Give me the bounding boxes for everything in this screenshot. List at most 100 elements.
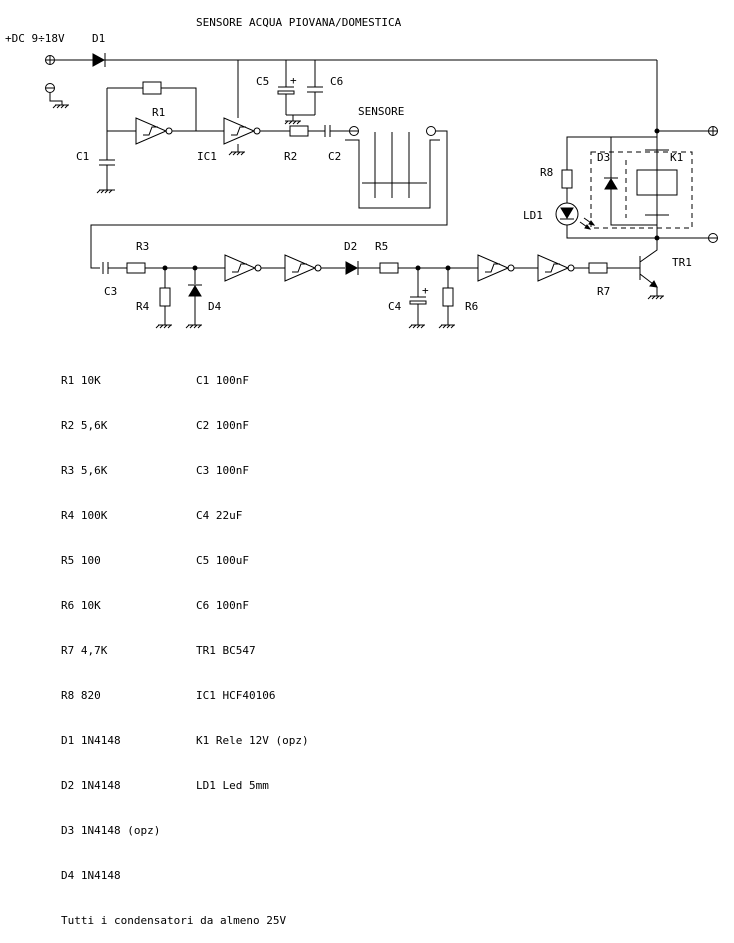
svg-text:+: + [290,74,297,87]
diode-d1 [93,53,105,67]
d4-label: D4 [208,300,222,313]
bom-entry: TR1 BC547 [196,643,309,658]
d2-label: D2 [344,240,357,253]
bom-value: 1N4148 [80,734,121,747]
bom-ref: C2 [196,419,210,432]
output-section [567,60,708,240]
resistor-r6 [439,266,455,328]
bom-ref: D2 [61,779,75,792]
capacitor-c4: + [409,266,429,328]
svg-text:+: + [422,284,429,297]
bom-ref: C1 [196,374,210,387]
sensor-label: SENSORE [358,105,404,118]
bom-ref: R1 [61,374,75,387]
capacitor-c2 [325,125,349,137]
supply-label: +DC 9÷18V [5,32,65,45]
bom-value: Led 5mm [222,779,269,792]
diode-d4 [186,266,202,328]
resistor-r4 [156,266,172,328]
bom-note: Tutti i condensatori da almeno 25V [61,914,287,927]
bom-ref: LD1 [196,779,216,792]
bom-entry: R2 5,6K [61,418,286,433]
bom-ref: R7 [61,644,75,657]
bom-ref: R3 [61,464,75,477]
r1-label: R1 [152,106,165,119]
buffer-chain-b [478,255,589,281]
ic1-label: IC1 [197,150,217,163]
bom-value: 100nF [215,419,249,432]
bom-value: 100 [80,554,101,567]
c6-label: C6 [330,75,343,88]
bom-value: 1N4148 (opz) [80,824,161,837]
buffer-chain-a [225,255,345,281]
bom-entry: C4 22uF [196,508,309,523]
bom-entry: K1 Rele 12V (opz) [196,733,309,748]
bom-entry: R1 10K [61,373,286,388]
bom-value: Rele 12V (opz) [215,734,309,747]
bom-value: 100uF [215,554,249,567]
r6-label: R6 [465,300,478,313]
bom-value: 4,7K [80,644,108,657]
resistor-r7 [589,263,640,273]
bom-ref: C3 [196,464,210,477]
bom-entry: C2 100nF [196,418,309,433]
resistor-r8 [562,170,572,203]
bom-entry: LD1 Led 5mm [196,778,309,793]
bom-value: 22uF [215,509,243,522]
oscillator-stage [97,82,224,193]
bom-value: 1N4148 [80,869,121,882]
bom-value: 1N4148 [80,779,121,792]
supply-negative-terminal [46,84,70,109]
c1-label: C1 [76,150,89,163]
ld1-label: LD1 [523,209,543,222]
bom-ref: D3 [61,824,75,837]
d3-label: D3 [597,151,610,164]
bom-ref: R6 [61,599,75,612]
bom-value: 10K [80,599,101,612]
relay-k1 [591,150,692,228]
sensor-probe [345,127,440,209]
bom-ref: R4 [61,509,75,522]
bom-entry: R4 100K [61,508,286,523]
buffer-gate [224,60,290,155]
r3-label: R3 [136,240,149,253]
transistor-tr1 [640,238,664,299]
k1-label: K1 [670,151,683,164]
bom-ref: R5 [61,554,75,567]
c5-c6-ground [285,115,315,124]
output-negative-terminal [709,234,718,243]
bom-ref: D1 [61,734,75,747]
bom-value: BC547 [222,644,256,657]
led-ld1 [556,203,657,238]
diode-d2 [346,261,380,275]
c5-label: C5 [256,75,269,88]
r4-label: R4 [136,300,150,313]
bom-value: 100K [80,509,108,522]
resistor-r2 [290,126,325,136]
resistor-r5 [380,263,478,273]
bom-entry: C5 100uF [196,553,309,568]
bom-entry: D3 1N4148 (opz) [61,823,286,838]
c4-label: C4 [388,300,402,313]
bom-value: 100nF [215,464,249,477]
bom-right-column: C1 100nF C2 100nF C3 100nF C4 22uF C5 10… [196,343,309,808]
output-positive-terminal [709,127,718,136]
bom-entry: C1 100nF [196,373,309,388]
bom-value: HCF40106 [222,689,276,702]
r8-label: R8 [540,166,553,179]
r7-label: R7 [597,285,610,298]
capacitor-c6 [307,60,323,115]
bom-ref: C5 [196,554,210,567]
bom-value: 5,6K [80,464,108,477]
bom-ref: R8 [61,689,75,702]
capacitor-c5: + [278,60,297,115]
bom-entry: IC1 HCF40106 [196,688,309,703]
c3-label: C3 [104,285,117,298]
bom-entry: C3 100nF [196,463,309,478]
bom-entry: D4 1N4148 [61,868,286,883]
diode-d3 [604,178,618,195]
bom-value: 820 [80,689,101,702]
bom-value: 100nF [215,599,249,612]
d1-label: D1 [92,32,105,45]
bom-ref: D4 [61,869,75,882]
